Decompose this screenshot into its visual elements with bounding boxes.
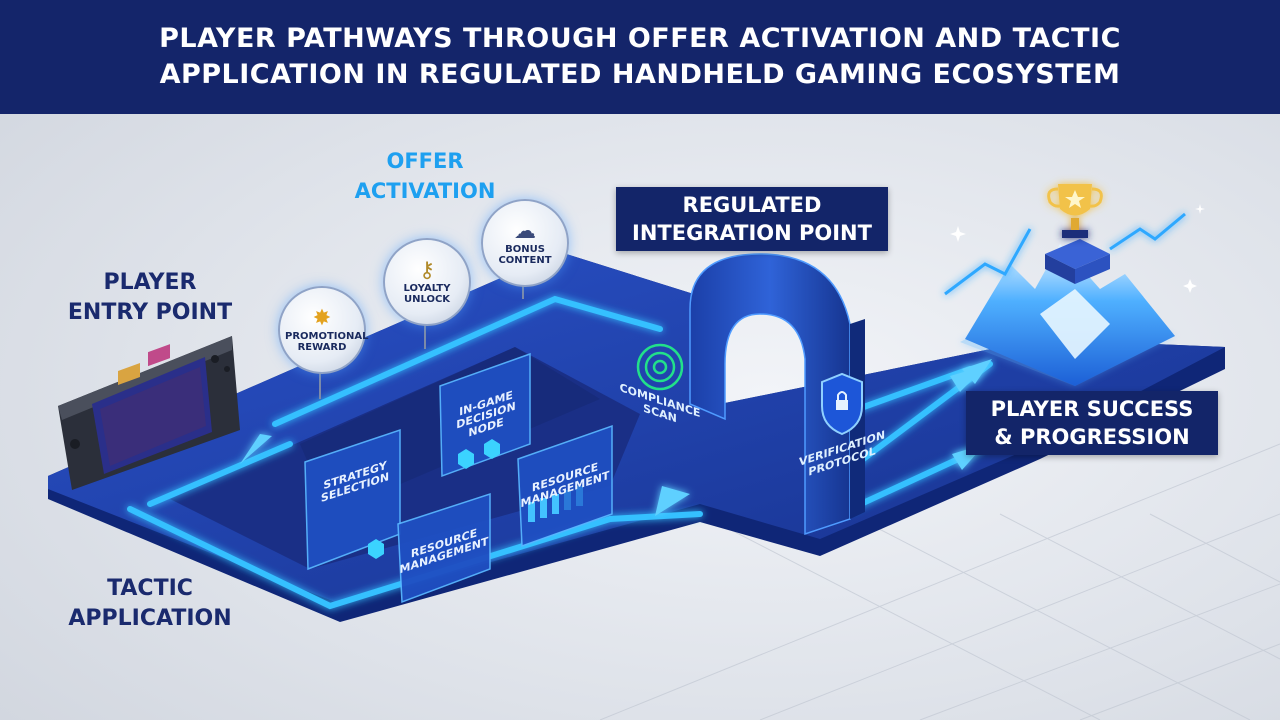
pathway-diagram xyxy=(48,184,1280,720)
promotional-reward-badge: ✸ PROMOTIONAL REWARD xyxy=(278,286,369,374)
promotional-reward-text: PROMOTIONAL REWARD xyxy=(285,331,369,353)
trophy-icon xyxy=(1047,184,1103,238)
offer-activation-label: OFFER ACTIVATION xyxy=(354,149,496,203)
loyalty-unlock-badge: ⚷ LOYALTY UNLOCK xyxy=(383,238,471,326)
bonus-content-badge: ☁ BONUS CONTENT xyxy=(481,199,569,287)
integration-arch xyxy=(636,253,865,536)
handheld-console-icon xyxy=(58,336,240,490)
star-medal-icon: ✸ xyxy=(312,306,332,331)
flow-arrows xyxy=(240,359,992,516)
title-banner: PLAYER PATHWAYS THROUGH OFFER ACTIVATION… xyxy=(0,0,1280,114)
success-label: PLAYER SUCCESS & PROGRESSION xyxy=(966,391,1218,455)
success-summit xyxy=(960,239,1175,386)
page-title: PLAYER PATHWAYS THROUGH OFFER ACTIVATION… xyxy=(159,23,1121,90)
loyalty-unlock-text: LOYALTY UNLOCK xyxy=(403,283,451,305)
integration-point-label: REGULATED INTEGRATION POINT xyxy=(616,187,888,251)
tactic-panels xyxy=(304,352,613,604)
floor-grid xyxy=(599,443,1280,720)
key-icon: ⚷ xyxy=(418,258,436,283)
growth-arrows xyxy=(944,212,1186,296)
cloud-download-icon: ☁ xyxy=(514,219,536,244)
sparkle-icons xyxy=(950,204,1205,293)
entry-point-label: PLAYER ENTRY POINT xyxy=(67,270,233,325)
bonus-content-text: BONUS CONTENT xyxy=(498,244,552,266)
tactic-application-label: TACTIC APPLICATION xyxy=(68,576,232,631)
